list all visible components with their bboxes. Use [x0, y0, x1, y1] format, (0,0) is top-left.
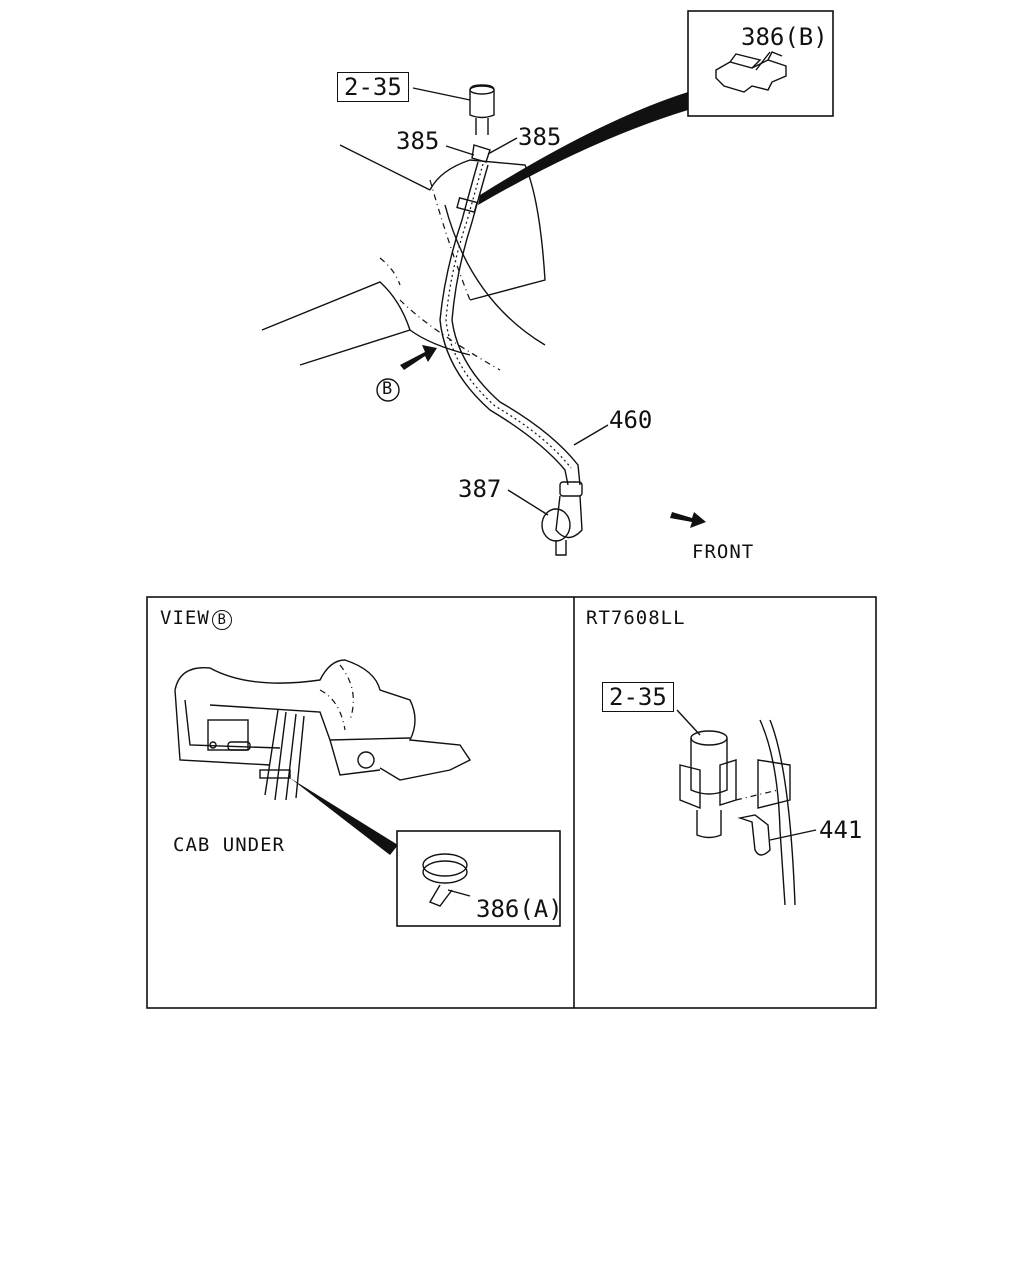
model-code-label: RT7608LL: [586, 607, 686, 629]
front-arrow: [670, 512, 706, 528]
clip-386b-label: 386(B): [741, 23, 828, 51]
clamp-385-left-label: 385: [396, 127, 440, 155]
detail-leader-386b: [478, 92, 688, 205]
view-title-text: VIEW: [160, 607, 210, 629]
body-panel-outline: [261, 144, 546, 371]
grommet-387-label: 387: [458, 475, 502, 503]
detail-leader-386a: [290, 778, 398, 855]
view-b-marker-label: B: [382, 379, 393, 399]
switch-ref-label-detail: 2-35: [602, 682, 674, 712]
front-label: FRONT: [692, 541, 755, 563]
switch-ref-label-top: 2-35: [337, 72, 409, 102]
view-b-arrow: [400, 345, 437, 370]
grommet-387-part: [507, 481, 583, 556]
bottom-panel-frame: [146, 596, 877, 1009]
vacuum-switch-part: [412, 84, 495, 135]
fitting-441-label: 441: [819, 816, 863, 844]
view-b-marker-circle: [376, 378, 400, 402]
detail-box-386b: [687, 10, 834, 117]
hose-460-part: [439, 161, 609, 486]
view-title-marker: B: [211, 610, 232, 630]
clamp-385-right-label: 385: [518, 123, 562, 151]
cab-under-drawing: [174, 659, 472, 801]
hose-460-label: 460: [609, 406, 653, 434]
cab-under-label: CAB UNDER: [173, 834, 285, 856]
detail-box-386a: [396, 830, 561, 927]
band-386a-label: 386(A): [476, 895, 563, 923]
switch-bracket-drawing: [676, 709, 817, 906]
